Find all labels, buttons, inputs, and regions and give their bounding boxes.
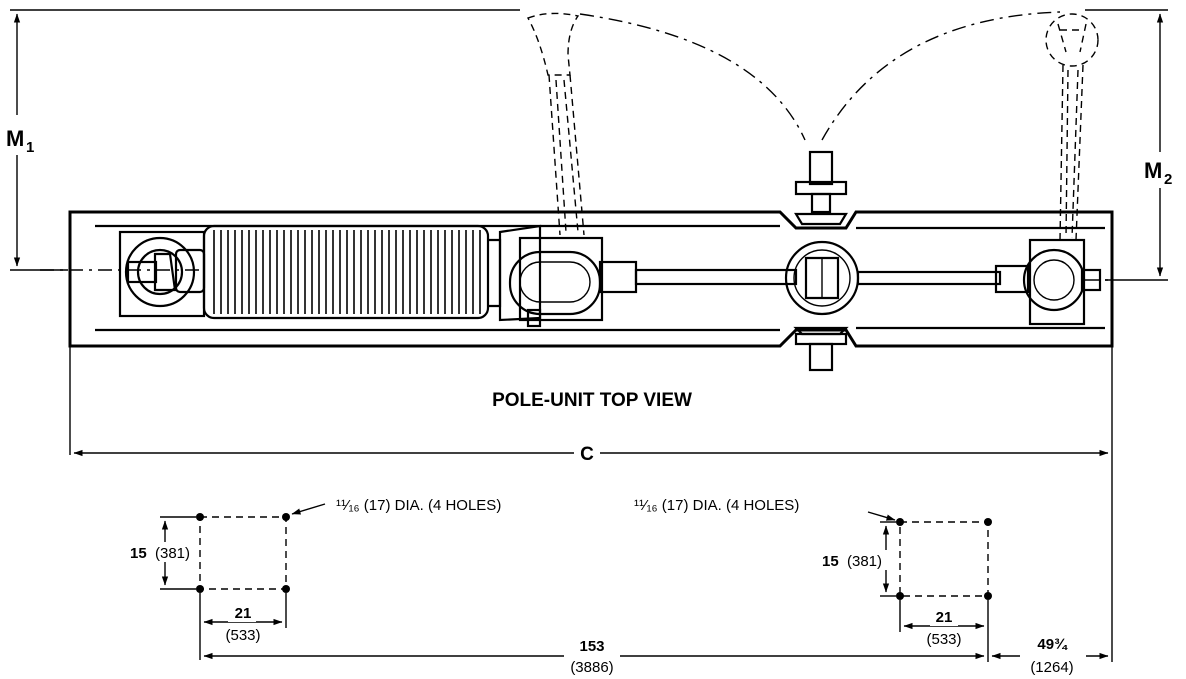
left-phantom-handle — [526, 12, 585, 236]
right-21-mm: (533) — [926, 631, 961, 648]
left-hole-pattern: ¹¹⁄₁₆ (17) DIA. (4 HOLES) 15 (381) 21 (5… — [128, 497, 501, 660]
handle-swing-arcs — [40, 11, 1110, 281]
dim-49-value: 49¾ — [1037, 636, 1068, 653]
right-15-value: 15 — [822, 553, 839, 570]
dim-49-mm: (1264) — [1030, 659, 1073, 676]
m1-subscript: 1 — [26, 139, 34, 156]
pole-unit-frame — [68, 210, 1114, 455]
m2-subscript: 2 — [1164, 171, 1172, 188]
left-15-value: 15 — [130, 545, 147, 562]
dim-153-mm: (3886) — [570, 659, 613, 676]
right-phantom-handle — [1045, 13, 1099, 241]
dimension-m2: M 2 — [1085, 9, 1182, 281]
left-21-value: 21 — [235, 605, 252, 622]
center-crank — [784, 240, 1002, 316]
right-21-value: 21 — [936, 609, 953, 626]
right-hole-pattern: ¹¹⁄₁₆ (17) DIA. (4 HOLES) 15 (381) 21 (5… — [634, 497, 992, 662]
m2-label: M — [1144, 158, 1162, 183]
dimension-m1: M 1 — [4, 9, 520, 271]
left-spring-assembly — [118, 224, 502, 320]
right-hole-note: ¹¹⁄₁₆ (17) DIA. (4 HOLES) — [634, 497, 799, 514]
left-linkage — [498, 224, 798, 328]
center-shaft — [793, 150, 849, 372]
left-21-mm: (533) — [225, 627, 260, 644]
right-pivot-assembly — [994, 238, 1102, 326]
right-15-mm: (381) — [847, 553, 882, 570]
dimension-c: C — [73, 440, 1109, 466]
dimension-49-3-4: 49¾ (1264) — [991, 455, 1113, 676]
left-15-mm: (381) — [155, 545, 190, 562]
c-label: C — [580, 444, 594, 465]
m1-label: M — [6, 126, 24, 151]
dim-153-value: 153 — [579, 638, 604, 655]
drawing-title: POLE-UNIT TOP VIEW — [492, 390, 692, 411]
left-hole-note: ¹¹⁄₁₆ (17) DIA. (4 HOLES) — [336, 497, 501, 514]
dimension-153: 153 (3886) — [203, 632, 985, 678]
